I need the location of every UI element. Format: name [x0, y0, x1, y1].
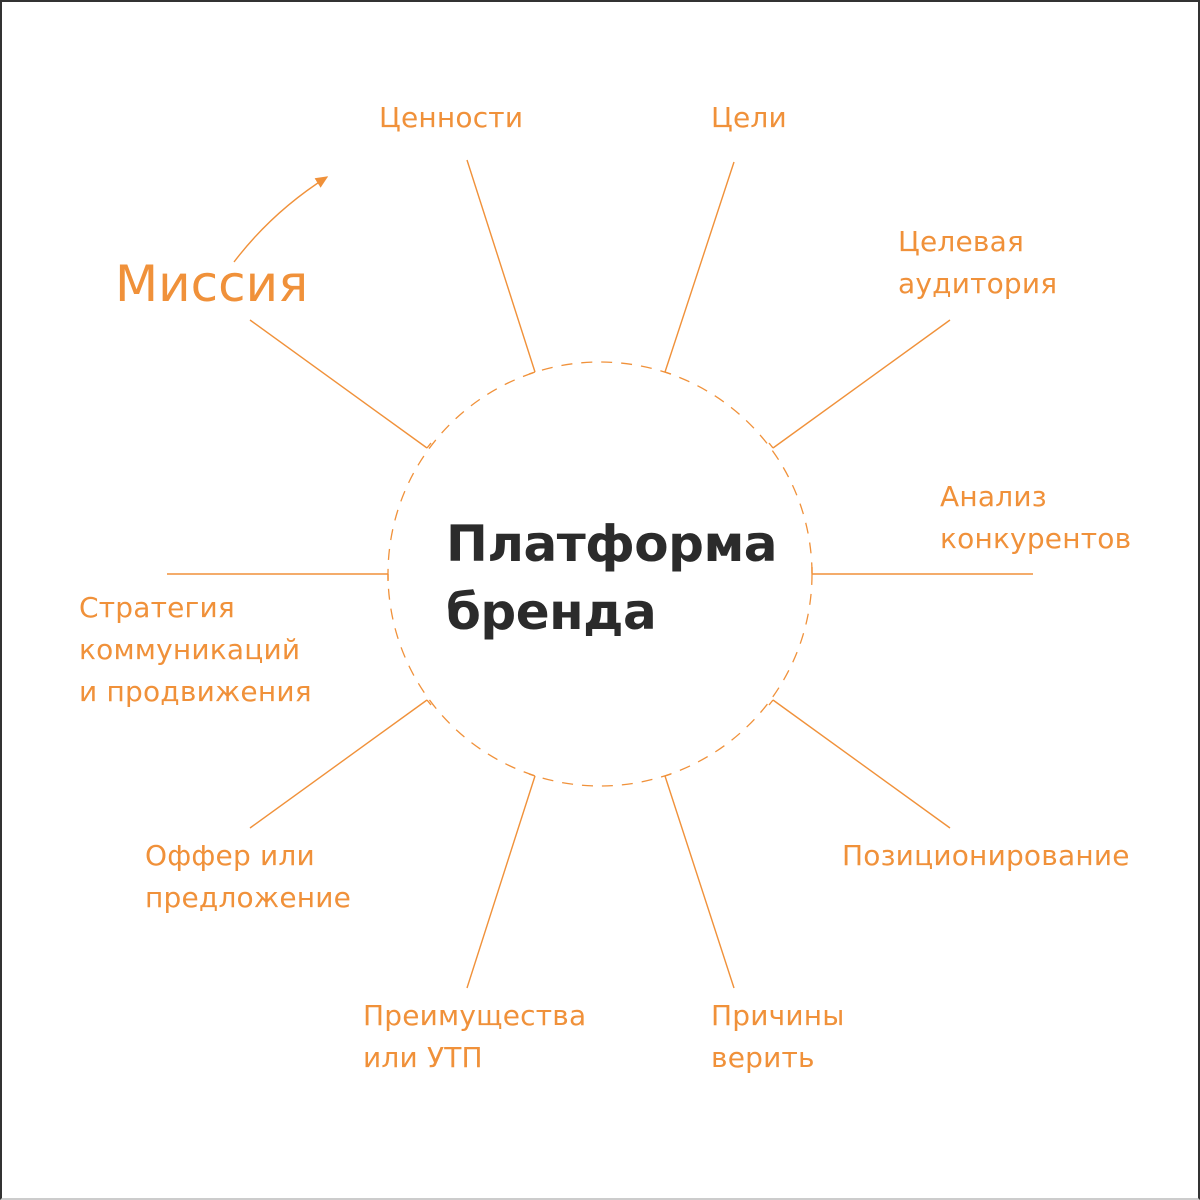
node-values: Ценности [379, 101, 524, 134]
node-communication-strategy: Стратегия коммуникаций и продвижения [79, 591, 312, 708]
connector-goals [664, 161, 735, 373]
connector-advantages [466, 775, 536, 989]
node-target-audience: Целевая аудитория [898, 225, 1058, 300]
node-advantages: Преимущества или УТП [363, 999, 587, 1074]
node-positioning: Позиционирование [842, 839, 1130, 872]
node-competitor-analysis: Анализ конкурентов [940, 480, 1132, 555]
curved-arrow-icon [233, 176, 329, 263]
node-offer: Оффер или предложение [145, 839, 352, 914]
center-title: Платформа бренда [446, 515, 778, 641]
connector-values [466, 159, 536, 373]
connector-target-audience [772, 319, 951, 449]
connector-reasons [664, 775, 735, 989]
connector-positioning [772, 699, 951, 829]
connector-mission [249, 319, 428, 449]
node-reasons-to-believe: Причины верить [711, 999, 845, 1074]
mission-label: Миссия [115, 255, 309, 313]
node-goals: Цели [711, 101, 787, 134]
connector-offer [249, 699, 428, 829]
